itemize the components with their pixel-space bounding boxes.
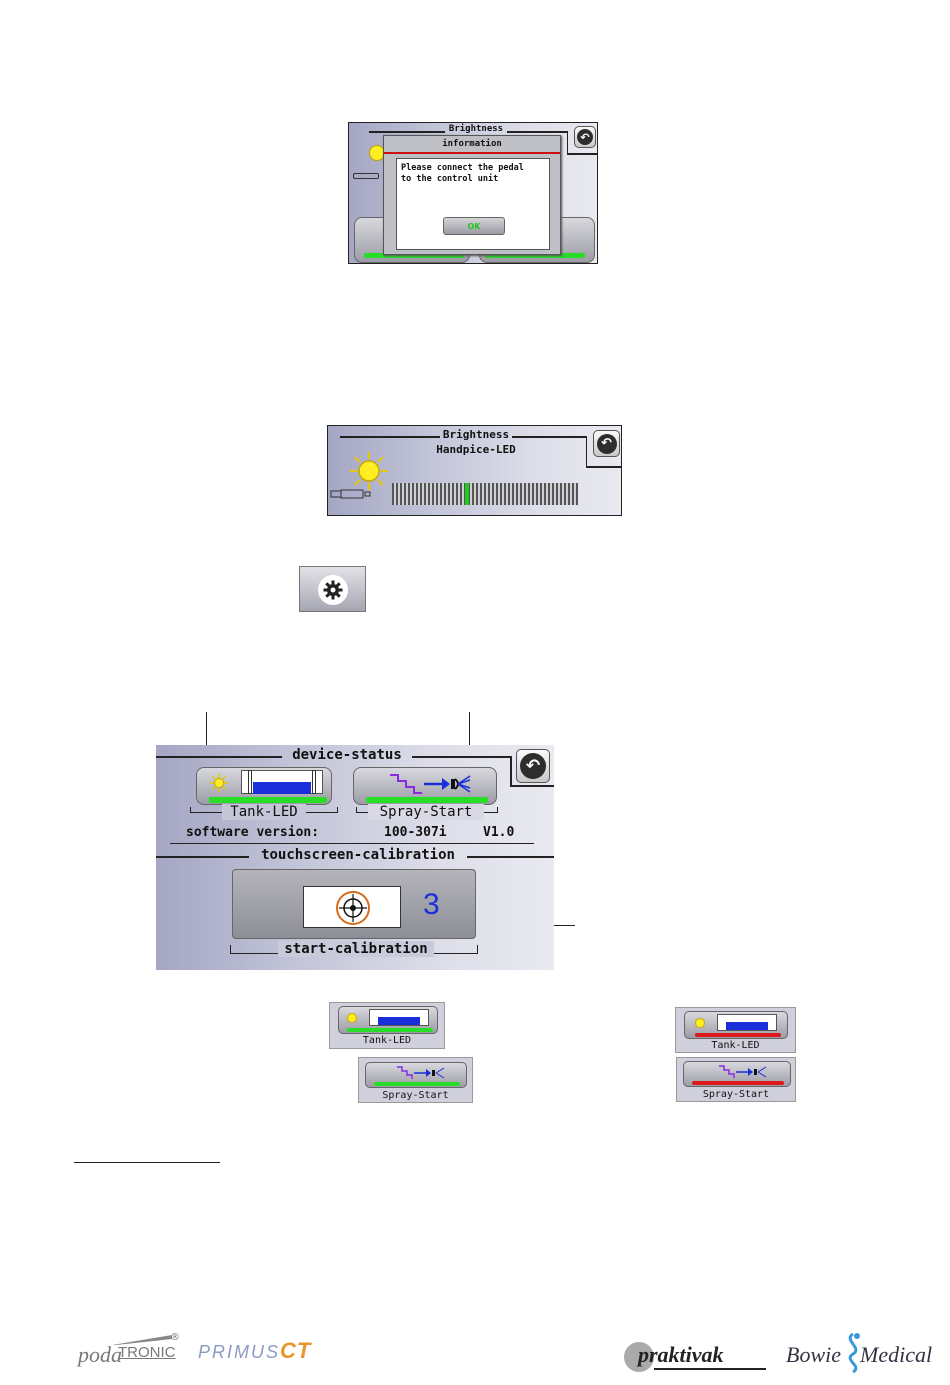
spray-start-label: Spray-Start [368, 804, 484, 820]
spray-start-ok-example: Spray-Start [358, 1057, 473, 1103]
crosshair-icon [336, 891, 370, 925]
ok-button-label: OK [467, 221, 481, 231]
info-dialog: information Please connect the pedal to … [383, 135, 561, 255]
sun-icon [347, 1013, 357, 1023]
back-arrow-icon: ↶ [596, 433, 617, 454]
info-dialog-screen: Brightness ↶ information Please connect … [348, 122, 598, 264]
device-status-label: device-status [292, 747, 402, 763]
calibration-target-box [303, 886, 401, 928]
back-button[interactable]: ↶ [593, 430, 620, 457]
brightness-slider[interactable] [392, 483, 578, 505]
brightness-header: Brightness [448, 124, 504, 134]
tank-icon [369, 1009, 429, 1026]
tank-led-button[interactable] [196, 767, 332, 805]
device-status-screen: device-status ↶ Tank-LED [156, 745, 554, 970]
spray-start-error-label: Spray-Start [702, 1089, 770, 1100]
dialog-message-line2: to the control unit [401, 174, 499, 184]
dialog-title-underline [384, 152, 560, 154]
dialog-message-box: Please connect the pedal to the control … [396, 158, 550, 250]
dialog-title: information [442, 139, 502, 149]
slider-thumb[interactable] [465, 483, 469, 505]
software-version-label: software version: [186, 825, 320, 840]
sun-icon [210, 774, 228, 792]
start-calibration-button[interactable]: 3 [232, 869, 476, 939]
back-button[interactable]: ↶ [516, 749, 550, 783]
software-number: 100-307i [384, 825, 447, 840]
tank-led-ok-label: Tank-LED [362, 1035, 412, 1046]
tank-icon [241, 770, 323, 794]
dialog-message-line1: Please connect the pedal [401, 163, 524, 173]
tank-led-ok-example: Tank-LED [329, 1002, 445, 1049]
back-arrow-icon: ↶ [577, 129, 593, 145]
bowie-medical-logo: Bowie Medical [786, 1332, 932, 1374]
spray-start-button[interactable] [353, 767, 497, 805]
spray-start-error-example: Spray-Start [676, 1057, 796, 1102]
brightness-screen: Brightness Handpice-LED ↶ [327, 425, 622, 516]
tank-led-error-label: Tank-LED [711, 1040, 760, 1051]
handpiece-icon [353, 173, 379, 179]
touchscreen-calibration-label: touchscreen-calibration [261, 847, 455, 863]
tank-icon [717, 1014, 777, 1031]
brightness-header: Brightness [442, 428, 510, 441]
back-button[interactable]: ↶ [574, 126, 596, 148]
podatronic-logo: poda TRONIC ® [78, 1332, 180, 1367]
handpiece-icon [330, 489, 371, 499]
ok-button[interactable]: OK [443, 217, 505, 235]
start-calibration-label: start-calibration [278, 941, 434, 957]
sun-icon [350, 452, 388, 490]
callout-line [206, 712, 207, 768]
footnote-separator [74, 1162, 220, 1163]
tank-led-label: Tank-LED [222, 804, 306, 820]
handpiece-led-subtitle: Handpice-LED [436, 443, 516, 456]
tank-led-status-bar [209, 797, 327, 803]
spray-start-ok-label: Spray-Start [382, 1090, 449, 1101]
back-arrow-icon: ↶ [520, 753, 546, 779]
primus-ct-logo: PRIMUSCT [198, 1338, 312, 1363]
calibration-count: 3 [423, 888, 440, 921]
spray-icon [390, 774, 471, 794]
settings-button[interactable] [299, 566, 366, 612]
spray-icon [397, 1066, 445, 1079]
tank-led-error-example: Tank-LED [675, 1007, 796, 1053]
gear-icon [323, 580, 343, 600]
sun-icon [695, 1018, 705, 1028]
praktivak-logo: praktivak [624, 1340, 769, 1374]
software-release: V1.0 [483, 825, 515, 840]
spray-icon [719, 1065, 767, 1078]
spray-start-status-bar [366, 797, 488, 803]
